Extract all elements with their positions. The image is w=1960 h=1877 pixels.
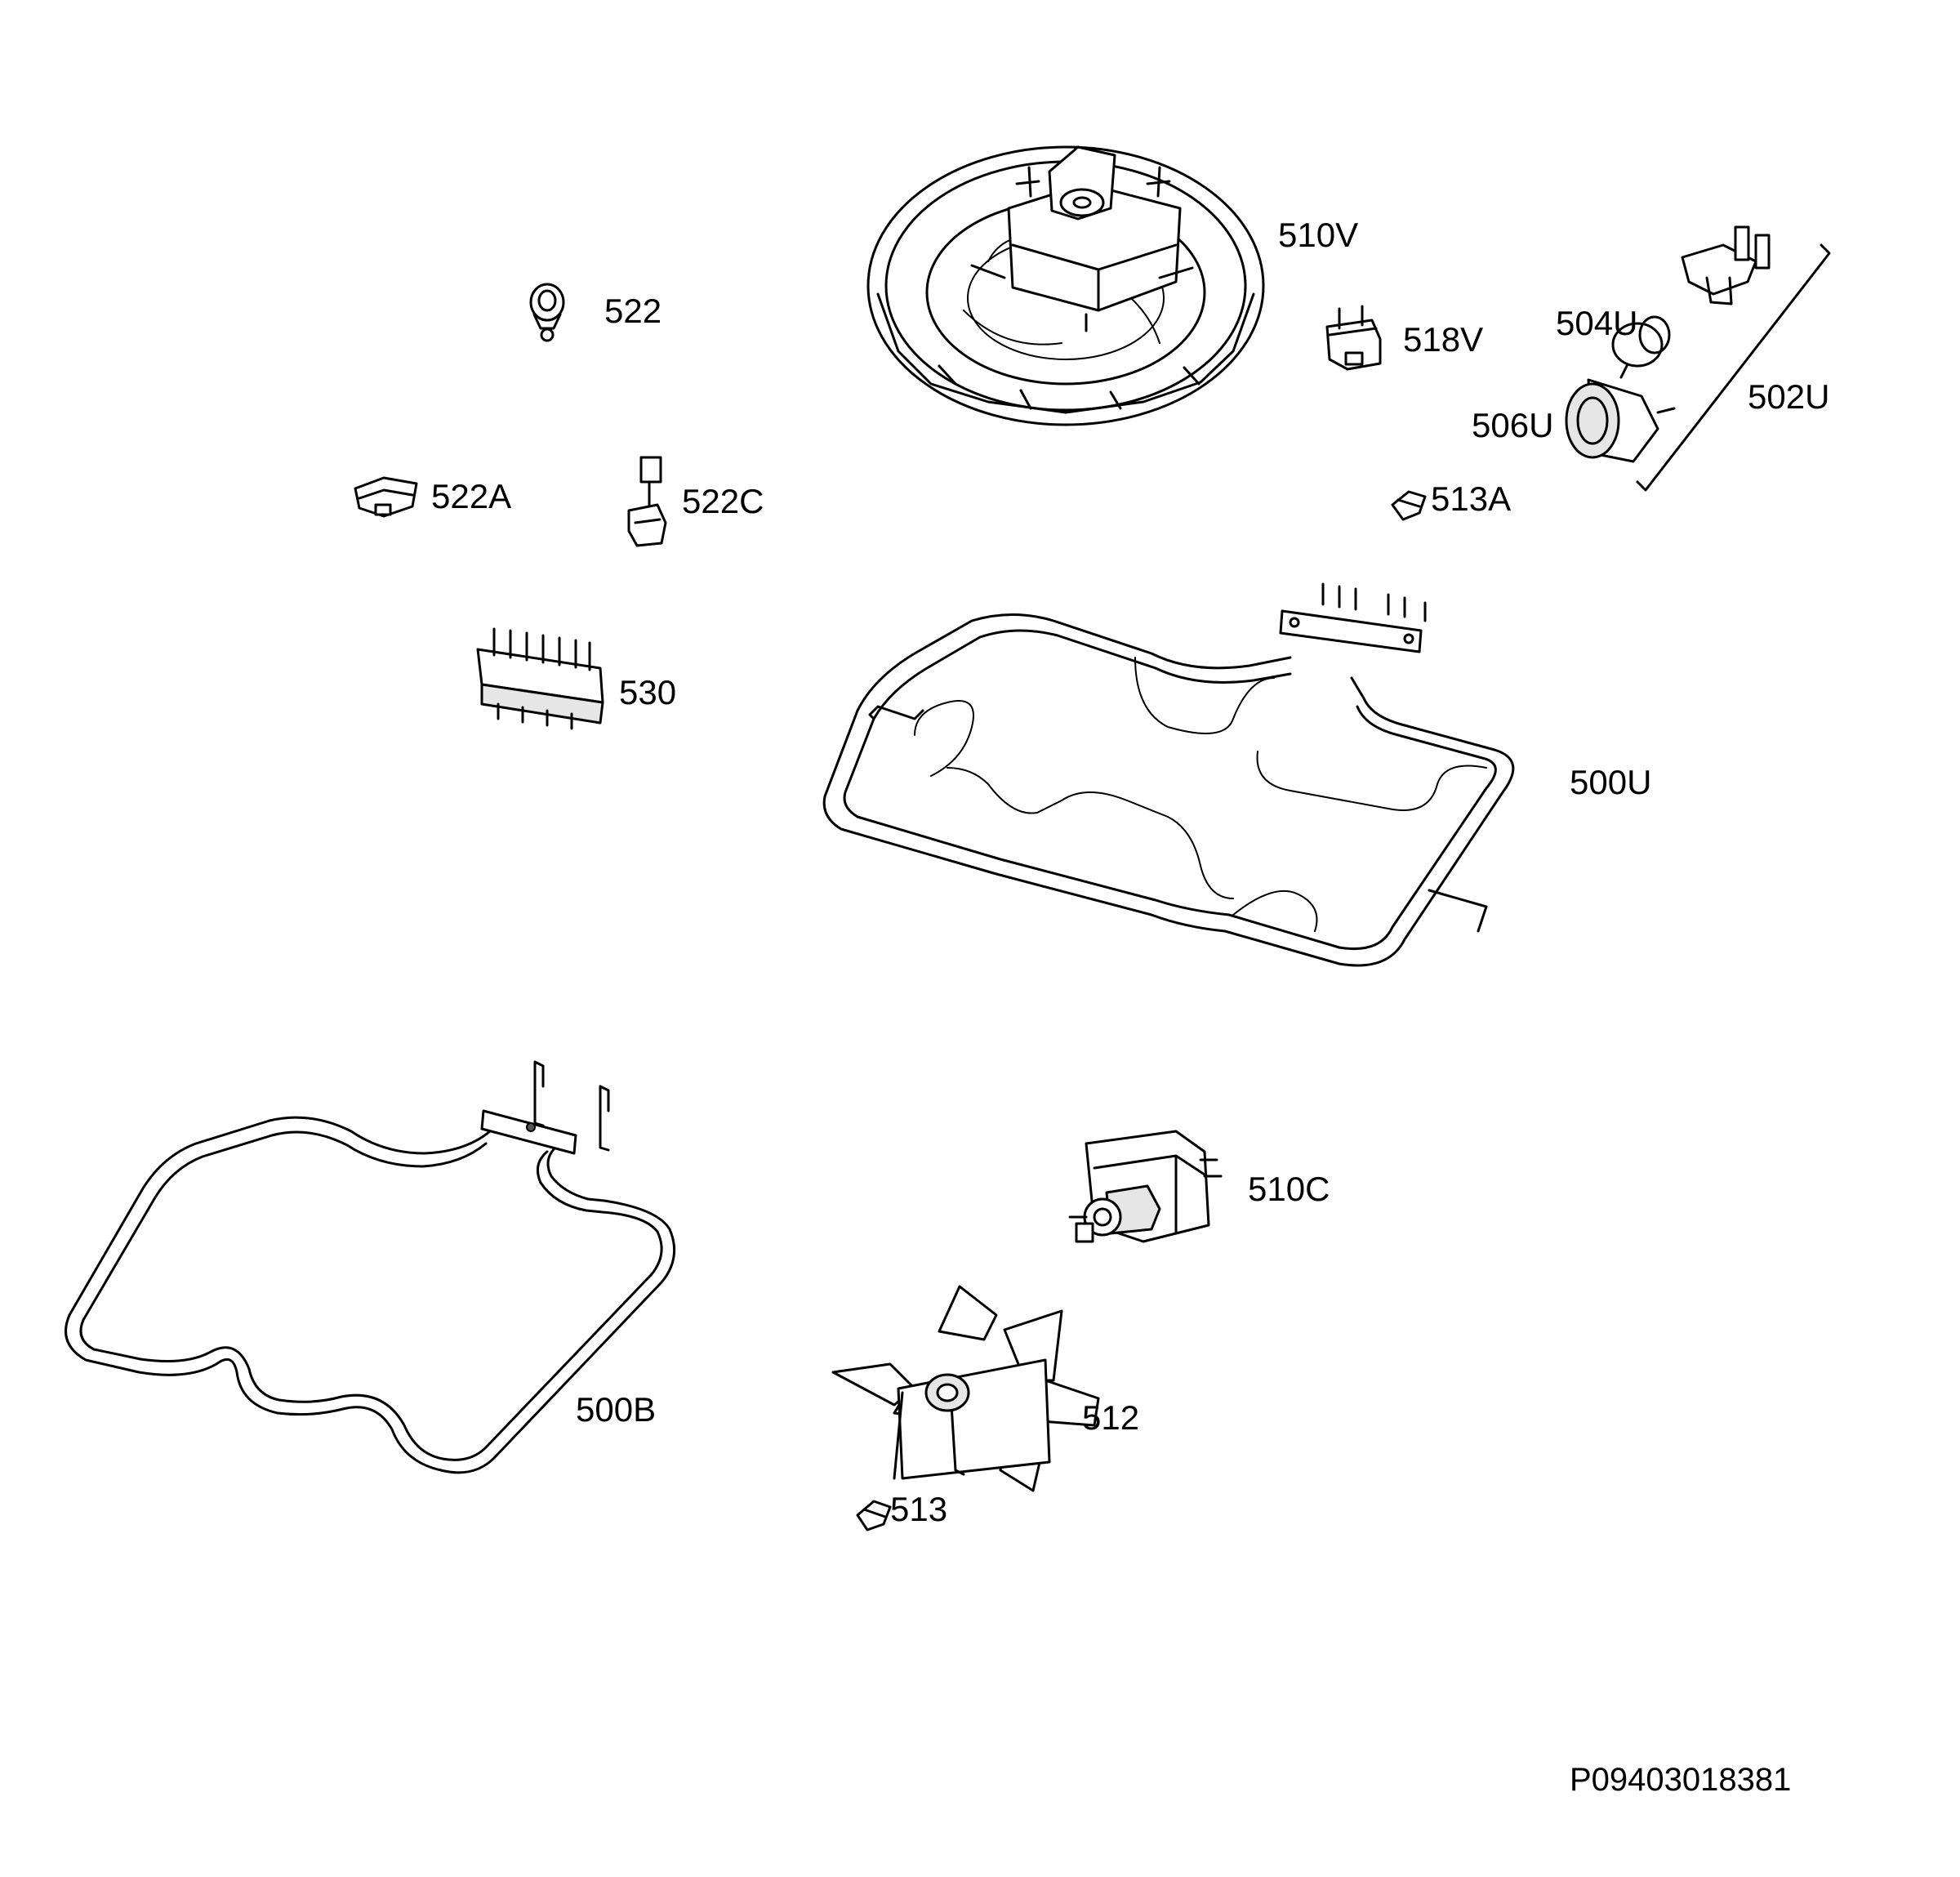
label-510C: 510C: [1248, 1170, 1330, 1208]
part-512-fan-blade: [831, 1285, 1100, 1492]
part-530-terminal-block: [476, 627, 604, 730]
part-518V-bracket: [1325, 305, 1382, 371]
part-513-screw: [856, 1500, 892, 1531]
label-500U: 500U: [1570, 763, 1651, 801]
part-510C-motor: [1068, 1130, 1223, 1243]
label-522C: 522C: [682, 482, 764, 520]
part-506U-lamp-cover: [1565, 364, 1676, 463]
part-513A-screw: [1391, 490, 1427, 521]
label-513: 513: [890, 1490, 947, 1528]
part-522A-bracket: [354, 476, 418, 518]
label-504U: 504U: [1556, 304, 1637, 342]
label-518V: 518V: [1403, 320, 1483, 359]
part-500U-top-element: [822, 582, 1515, 967]
label-500B: 500B: [576, 1390, 656, 1429]
part-504U-bulb: [1611, 315, 1671, 368]
label-510V: 510V: [1278, 216, 1358, 254]
part-510V-fan-housing: [866, 145, 1265, 426]
part-522-clip: [529, 283, 565, 342]
label-513A: 513A: [1431, 479, 1511, 518]
label-506U: 506U: [1472, 406, 1553, 444]
part-502U-lamp-holder: [1681, 225, 1771, 305]
label-522A: 522A: [431, 477, 511, 515]
drawing-number: P09403018381: [1570, 1762, 1791, 1798]
label-522: 522: [604, 292, 662, 330]
part-500B-bottom-element: [65, 1060, 676, 1474]
label-512: 512: [1082, 1398, 1139, 1437]
label-502U: 502U: [1748, 377, 1829, 416]
assembly-bracket-line: [1636, 243, 1831, 492]
label-530: 530: [619, 673, 676, 711]
part-522C-switch: [627, 456, 667, 547]
